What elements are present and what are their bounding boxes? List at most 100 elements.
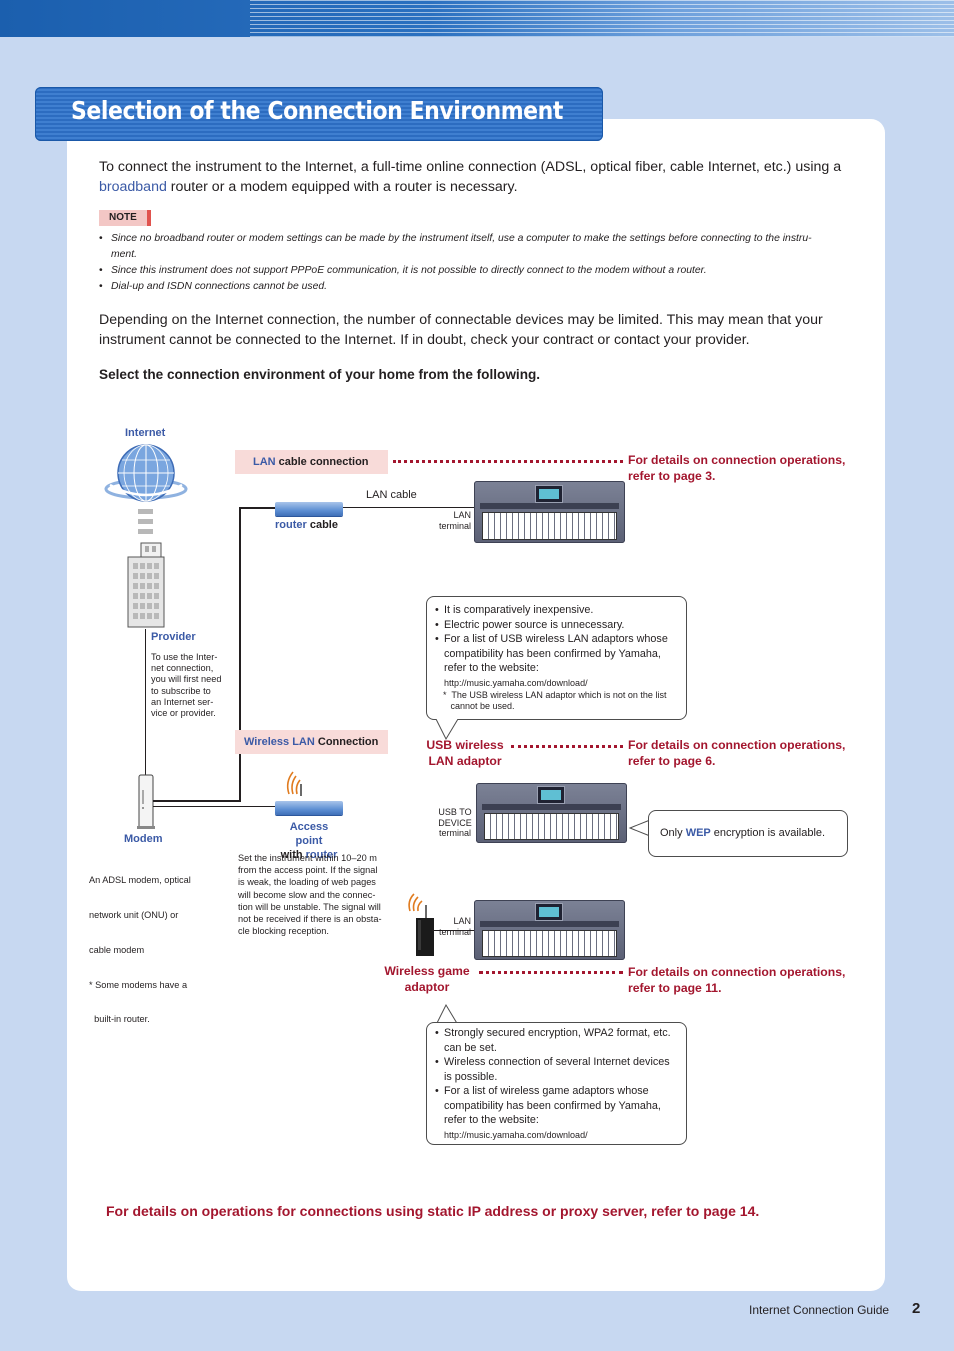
provider-desc-line: net connection, [151, 663, 214, 674]
dotted-connector [511, 745, 623, 748]
provider-modem-line [145, 629, 146, 775]
select-heading: Select the connection environment of you… [99, 367, 541, 382]
details-line: refer to page 11. [628, 981, 722, 995]
access-desc-line: from the access point. If the signal [238, 865, 378, 876]
bubble-item: It is comparatively inexpensive. [435, 603, 678, 618]
game-adaptor-cable [432, 930, 476, 931]
bubble-item: Electric power source is unnecessary. [435, 618, 678, 633]
provider-desc-line: vice or provider. [151, 708, 216, 719]
provider-desc-line: to subscribe to [151, 685, 211, 696]
access-desc-line: tion will be unstable. The signal will [238, 901, 381, 912]
router-cable-text: cable [306, 519, 338, 531]
access-desc-line: not be received if there is an obsta- [238, 914, 382, 925]
page-title: Selection of the Connection Environment [71, 96, 563, 125]
bubble-tail [435, 719, 459, 741]
note-item: •Since no broadband router or modem sett… [99, 233, 812, 244]
keyboard-panel [480, 503, 619, 509]
details-line: refer to page 6. [628, 754, 716, 768]
lan-terminal-label: LAN terminal [437, 510, 471, 532]
provider-description: To use the Inter- net connection, you wi… [151, 652, 221, 719]
terminal-line: LAN [453, 510, 471, 520]
paragraph-line-1: Depending on the Internet connection, th… [99, 312, 823, 328]
wep-term: WEP [685, 827, 711, 839]
keyboard-icon [474, 900, 625, 960]
modem-description: An ADSL modem, optical network unit (ONU… [89, 852, 191, 1038]
keyboard-icon [474, 481, 625, 543]
bubble-url: http://music.yamaha.com/download/ [444, 1129, 588, 1140]
keyboard-panel [480, 921, 619, 927]
details-line: For details on connection operations, [628, 453, 846, 467]
modem-desc-line: An ADSL modem, optical [89, 875, 191, 886]
connection-limit-paragraph: Depending on the Internet connection, th… [99, 310, 869, 350]
with-text: with [280, 849, 306, 861]
game-adaptor-line: Wireless game [384, 964, 470, 978]
note-item: •Dial-up and ISDN connections cannot be … [99, 281, 328, 292]
top-band-stripes [250, 0, 954, 37]
keyboard-screen [535, 485, 563, 503]
details-line: For details on connection operations, [628, 965, 846, 979]
wifi-signal-icon [286, 771, 302, 796]
lan-connection-box: LAN cable connection [235, 450, 388, 474]
keyboard-keys [482, 930, 617, 957]
provider-desc-line: an Internet ser- [151, 696, 214, 707]
access-point-description: Set the instrument within 10–20 m from t… [238, 852, 382, 937]
modem-desc-line: * Some modems have a [89, 979, 188, 990]
bubble-footnote-line: cannot be used. [443, 700, 515, 711]
keyboard-keys [484, 813, 619, 840]
note-item-text: Dial-up and ISDN connections cannot be u… [111, 281, 328, 292]
access-point-label: Access point with router [275, 820, 343, 862]
access-point-term: Access point [289, 821, 329, 847]
dotted-connector [479, 971, 623, 974]
router-term: router [305, 849, 338, 861]
bubble-item: For a list of wireless game adaptors who… [435, 1084, 678, 1128]
bubble-item: For a list of USB wireless LAN adaptors … [435, 632, 678, 676]
keyboard-screen [537, 786, 565, 804]
keyboard-screen [535, 903, 563, 921]
usb-terminal-label: USB TO DEVICE terminal [430, 807, 480, 839]
wireless-lan-bubble: It is comparatively inexpensive. Electri… [426, 596, 687, 720]
modem-icon [137, 774, 155, 829]
lan-details-note: For details on connection operations, re… [628, 452, 845, 484]
wireless-lan-connection-box: Wireless LAN Connection [235, 730, 388, 754]
lan-cable-line [343, 507, 475, 508]
intro-line-2-text: router or a modem equipped with a router… [166, 179, 518, 195]
terminal-line: LAN [453, 916, 471, 926]
cable-to-access-point [153, 806, 275, 807]
static-ip-note: For details on operations for connection… [106, 1203, 760, 1219]
provider-label: Provider [151, 631, 196, 643]
router-cable-label: router cable [275, 519, 338, 531]
lan-cable-label: LAN cable [366, 489, 417, 501]
wireless-lan-details-note: For details on connection operations, re… [628, 737, 845, 769]
lan-connection-text: cable connection [275, 456, 369, 468]
note-list: •Since no broadband router or modem sett… [99, 231, 871, 295]
details-line: For details on connection operations, [628, 738, 846, 752]
bubble-item: Strongly secured encryption, WPA2 format… [435, 1026, 678, 1055]
usb-adaptor-label: USB wireless LAN adaptor [423, 737, 507, 769]
dotted-connector [393, 460, 623, 463]
wep-text: encryption is available. [710, 827, 826, 839]
page-number: 2 [912, 1300, 921, 1317]
keyboard-icon [476, 783, 627, 843]
cable-to-router [239, 507, 241, 802]
modem-desc-line: network unit (ONU) or [89, 909, 179, 920]
game-adaptor-line: adaptor [404, 980, 450, 994]
note-item: •Since this instrument does not support … [99, 265, 707, 276]
bubble-footnote-line: * The USB wireless LAN adaptor which is … [443, 689, 667, 700]
wireless-lan-text: Connection [314, 736, 379, 748]
keyboard-keys [482, 512, 617, 540]
usb-adaptor-line: LAN adaptor [428, 754, 502, 768]
link-segment [138, 529, 153, 534]
terminal-line: USB TO [438, 807, 472, 817]
broadband-term: broadband [99, 179, 167, 195]
access-desc-line: is weak, the loading of web pages [238, 877, 376, 888]
access-desc-line: will become slow and the connec- [238, 889, 376, 900]
globe-icon [104, 444, 188, 502]
wep-text: Only [660, 827, 686, 839]
access-point-icon [275, 801, 343, 815]
bubble-item: Wireless connection of several Internet … [435, 1055, 678, 1084]
link-segment [138, 509, 153, 514]
lan-term: LAN [253, 456, 276, 468]
note-item-text: Since this instrument does not support P… [111, 265, 707, 276]
intro-line-1: To connect the instrument to the Interne… [99, 159, 842, 175]
access-desc-line: Set the instrument within 10–20 m [238, 853, 377, 863]
